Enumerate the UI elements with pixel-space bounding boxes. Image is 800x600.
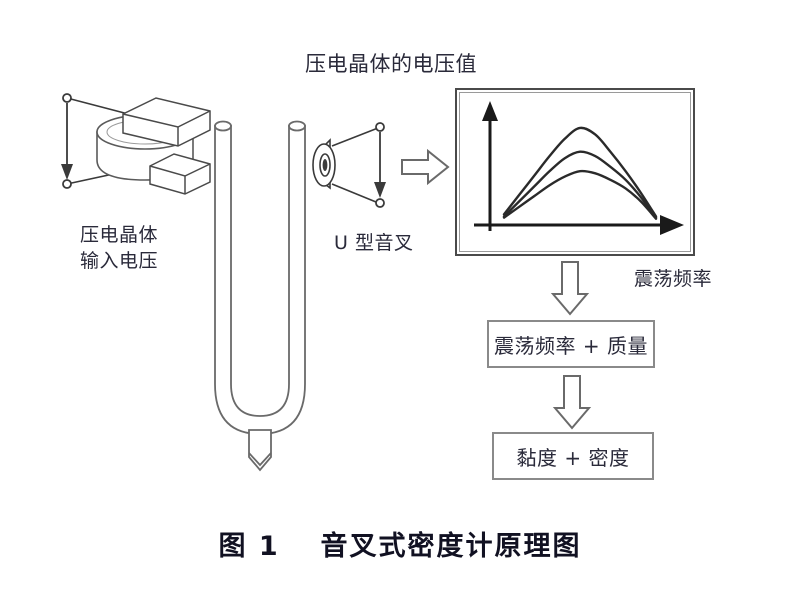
x-axis-arrowhead — [660, 215, 684, 235]
figure-caption-title: 音叉式密度计原理图 — [320, 531, 582, 562]
hollow-right-arrow-icon — [401, 148, 450, 188]
curve-curve-low — [502, 169, 658, 220]
figure-caption-number: 图 1 — [218, 531, 280, 562]
crystal-label-line2: 输入电压 — [80, 250, 159, 272]
resonance-curves — [502, 126, 658, 220]
process-box-viscosity-density: 黏度 + 密度 — [492, 432, 654, 480]
resonance-chart-svg — [474, 101, 684, 235]
y-axis-arrowhead — [482, 101, 498, 121]
speaker-cone-icon — [308, 122, 400, 208]
crystal-label-line1: 压电晶体 — [80, 224, 159, 246]
hollow-down-arrow-icon-1 — [550, 261, 590, 316]
crystal-label: 压电晶体 输入电压 — [80, 222, 158, 274]
curve-curve-mid — [502, 150, 658, 219]
process-box-frequency-mass: 震荡频率 + 质量 — [487, 320, 655, 368]
hollow-down-arrow-icon-2 — [552, 375, 592, 430]
tuning-fork-label: U 型音叉 — [334, 232, 414, 254]
tuning-fork-icon — [205, 112, 315, 487]
piezoelectric-crystal-icon — [50, 88, 220, 208]
resonance-chart-panel — [455, 88, 695, 256]
figure-caption: 图 1 音叉式密度计原理图 — [0, 524, 800, 563]
curve-curve-high — [502, 126, 658, 218]
oscillation-frequency-label: 震荡频率 — [634, 268, 713, 290]
voltage-title: 压电晶体的电压值 — [305, 52, 477, 76]
